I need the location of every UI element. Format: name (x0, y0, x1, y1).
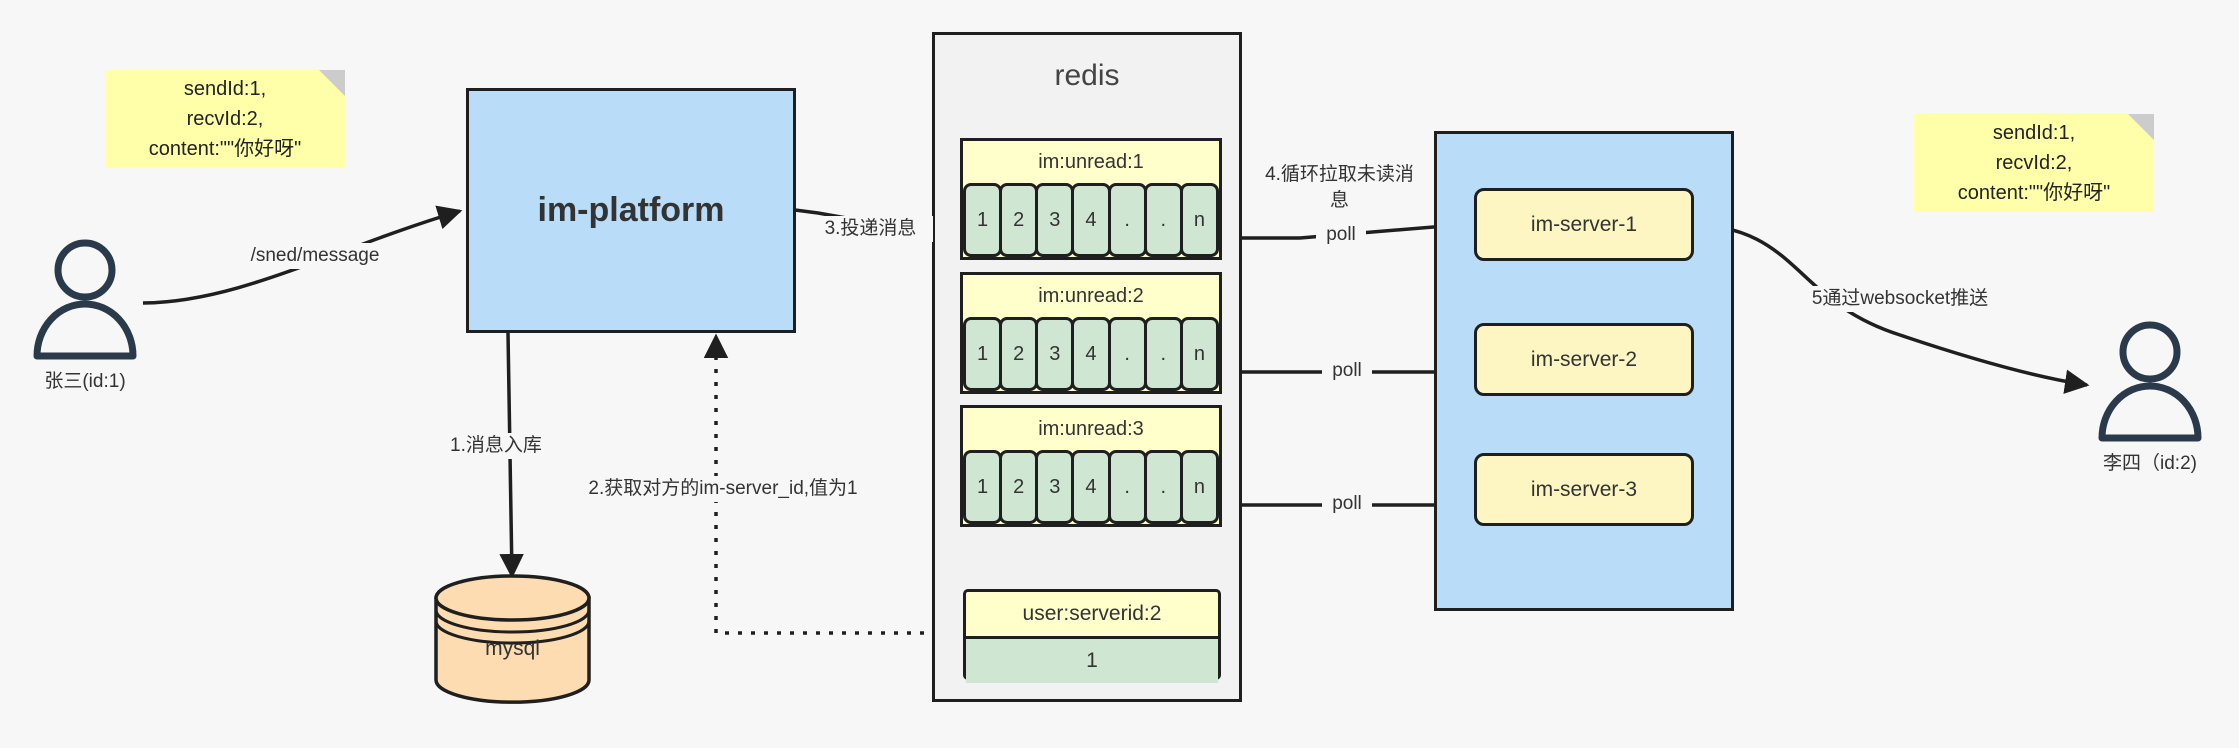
redis-queue-3-key: im:unread:3 (963, 408, 1219, 450)
redis-queue-1[interactable]: im:unread:1 1 2 3 4 . . n (960, 138, 1222, 260)
redis-queue-2[interactable]: im:unread:2 1 2 3 4 . . n (960, 272, 1222, 394)
queue-cell: . (1143, 317, 1183, 391)
queue-cell: 1 (963, 450, 1003, 524)
redis-title: redis (1054, 59, 1120, 92)
queue-cell: 3 (1035, 450, 1075, 524)
person-icon (2098, 321, 2202, 442)
queue-cell: 1 (963, 183, 1003, 257)
actor-sender: 张三(id:1) (25, 238, 145, 398)
edge-label-poll-3: poll (1322, 491, 1372, 517)
note-right-message-payload: sendId:1, recvId:2, content:""你好呀" (1914, 114, 2154, 212)
redis-queue-2-cells: 1 2 3 4 . . n (963, 317, 1219, 391)
queue-cell: 2 (999, 317, 1039, 391)
edge-label-send-message: /sned/message (230, 243, 400, 269)
im-server-1-box[interactable]: im-server-1 (1474, 188, 1694, 261)
note-left-message-payload: sendId:1, recvId:2, content:""你好呀" (105, 70, 345, 168)
actor-receiver: 李四（id:2) (2090, 320, 2210, 480)
note-fold-icon (319, 70, 345, 96)
redis-queue-3-cells: 1 2 3 4 . . n (963, 450, 1219, 524)
redis-queue-1-cells: 1 2 3 4 . . n (963, 183, 1219, 257)
redis-queue-1-key: im:unread:1 (963, 141, 1219, 183)
queue-cell: 3 (1035, 183, 1075, 257)
person-icon (33, 239, 137, 360)
im-server-1-label: im-server-1 (1530, 212, 1638, 236)
queue-cell: 3 (1035, 317, 1075, 391)
redis-user-serverid-entry[interactable]: user:serverid:2 1 (963, 589, 1221, 683)
mysql-datastore[interactable]: mysql (430, 574, 595, 704)
queue-cell: 4 (1071, 317, 1111, 391)
im-server-3-label: im-server-3 (1530, 477, 1638, 501)
edge-label-step3: 3.投递消息 (808, 216, 933, 242)
mysql-label: mysql (485, 637, 540, 661)
note-fold-icon (2128, 114, 2154, 140)
im-server-2-box[interactable]: im-server-2 (1474, 323, 1694, 396)
im-server-3-box[interactable]: im-server-3 (1474, 453, 1694, 526)
im-server-2-label: im-server-2 (1530, 347, 1638, 371)
edge-label-poll-2: poll (1322, 358, 1372, 384)
redis-kv-key: user:serverid:2 (1022, 602, 1162, 625)
queue-cell: . (1107, 183, 1147, 257)
queue-cell: 4 (1071, 183, 1111, 257)
edge-label-step5: 5通过websocket推送 (1780, 286, 2020, 312)
queue-cell: 4 (1071, 450, 1111, 524)
edge-label-step4: 4.循环拉取未读消 息 (1252, 162, 1427, 214)
redis-queue-2-key: im:unread:2 (963, 275, 1219, 317)
actor-sender-caption: 张三(id:1) (44, 371, 126, 392)
note-right-text: sendId:1, recvId:2, content:""你好呀" (1957, 122, 2111, 204)
queue-cell: n (1179, 183, 1219, 257)
edge-label-step2: 2.获取对方的im-server_id,值为1 (578, 476, 868, 502)
queue-cell: . (1107, 450, 1147, 524)
database-cylinder-icon (434, 574, 591, 704)
edge-label-poll-1: poll (1316, 222, 1366, 248)
redis-queue-3[interactable]: im:unread:3 1 2 3 4 . . n (960, 405, 1222, 527)
queue-cell: . (1143, 183, 1183, 257)
redis-kv-value: 1 (966, 636, 1218, 683)
actor-receiver-caption: 李四（id:2) (2103, 453, 2197, 474)
edge-label-step1: 1.消息入库 (450, 433, 570, 459)
queue-cell: . (1143, 450, 1183, 524)
im-platform-box[interactable]: im-platform (466, 88, 796, 333)
queue-cell: n (1179, 317, 1219, 391)
queue-cell: 2 (999, 450, 1039, 524)
queue-cell: n (1179, 450, 1219, 524)
note-left-text: sendId:1, recvId:2, content:""你好呀" (148, 78, 302, 160)
im-platform-title: im-platform (537, 191, 725, 229)
queue-cell: 1 (963, 317, 1003, 391)
queue-cell: 2 (999, 183, 1039, 257)
queue-cell: . (1107, 317, 1147, 391)
